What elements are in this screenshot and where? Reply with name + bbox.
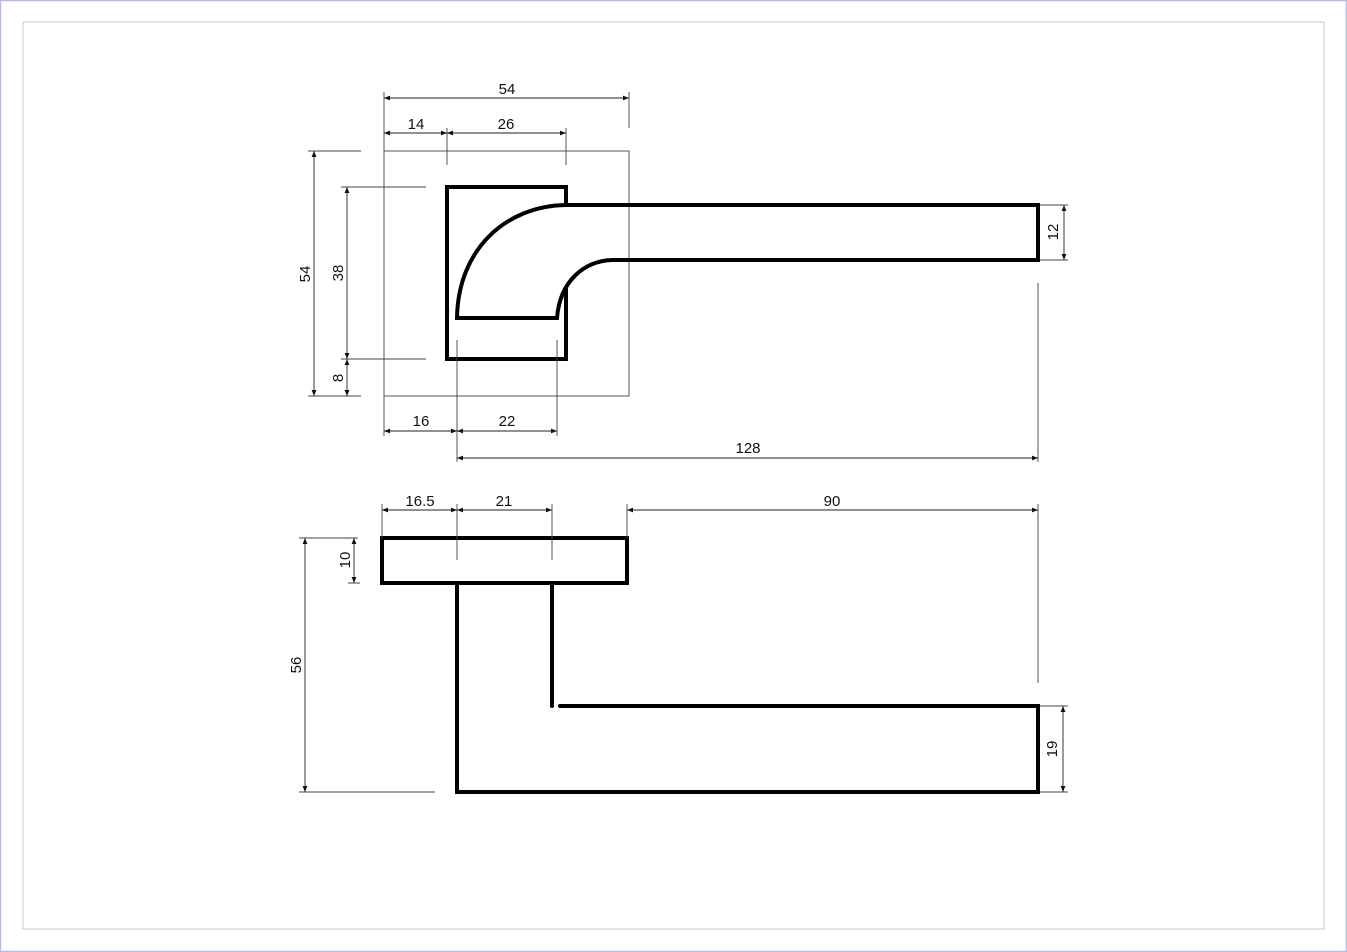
lever-profile bbox=[455, 581, 1040, 794]
drawing-border bbox=[22, 21, 1325, 930]
rose-section bbox=[380, 536, 629, 585]
dim-label: 90 bbox=[824, 493, 841, 510]
dim-label: 12 bbox=[1045, 224, 1062, 241]
dim-label: 22 bbox=[499, 413, 516, 430]
dim-label: 16.5 bbox=[405, 493, 434, 510]
dim-label: 128 bbox=[735, 440, 760, 457]
rose-outline bbox=[383, 150, 630, 397]
top-view: 54 14 26 54 38 8 16 22 128 12 bbox=[297, 81, 1068, 462]
dim-label: 21 bbox=[496, 493, 513, 510]
dim-label: 54 bbox=[499, 81, 516, 98]
dim-label: 10 bbox=[337, 552, 354, 569]
dim-label: 26 bbox=[498, 116, 515, 133]
dim-label: 38 bbox=[330, 265, 347, 282]
dim-label: 56 bbox=[288, 657, 305, 674]
side-view: 16.5 21 90 10 56 19 bbox=[288, 493, 1068, 794]
dim-label: 14 bbox=[408, 116, 425, 133]
dim-label: 54 bbox=[297, 266, 314, 283]
dim-label: 16 bbox=[413, 413, 430, 430]
base-outline bbox=[445, 185, 568, 361]
lever-outline bbox=[454, 203, 1040, 320]
dim-label: 19 bbox=[1044, 741, 1061, 758]
dim-label: 8 bbox=[330, 374, 347, 382]
